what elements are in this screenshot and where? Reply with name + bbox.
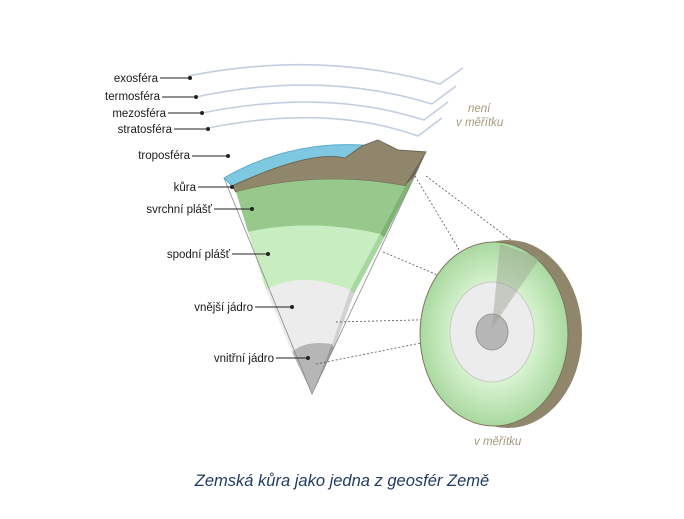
label-inner-core: vnitřní jádro xyxy=(214,353,274,365)
inner-core-section xyxy=(292,343,332,394)
layer-labels: exosféra termosféra mezosféra stratosfér… xyxy=(105,73,310,365)
exosphere-arc xyxy=(187,63,464,85)
label-upper-mantle: svrchní plášť xyxy=(146,204,212,216)
crust-side xyxy=(405,152,426,186)
note-to-scale: v měřítku xyxy=(474,436,522,448)
label-troposphere: troposféra xyxy=(138,150,190,162)
lower-mantle-section xyxy=(248,225,380,290)
thermosphere-arc xyxy=(195,84,457,105)
mesosphere-arc xyxy=(201,101,449,121)
atmosphere-arcs xyxy=(187,63,464,137)
cone-outline xyxy=(223,151,427,395)
outer-core-section xyxy=(266,280,350,352)
note-not-to-scale-line2: v měřítku xyxy=(456,117,504,129)
cone-right-face-lower xyxy=(350,234,384,294)
cone-right-face-core xyxy=(332,290,354,348)
label-lower-mantle: spodní plášť xyxy=(167,249,231,261)
label-outer-core: vnější jádro xyxy=(194,302,253,314)
sphere-wedge xyxy=(492,244,540,328)
sphere-inner-core xyxy=(475,313,509,351)
cone-right-face xyxy=(380,176,415,238)
earth-cone xyxy=(223,139,427,395)
label-exosphere: exosféra xyxy=(114,73,159,85)
label-thermosphere: termosféra xyxy=(105,91,161,103)
note-not-to-scale-line1: není xyxy=(468,103,492,115)
upper-mantle-section xyxy=(236,179,405,234)
figure-caption: Zemská kůra jako jedna z geosfér Země xyxy=(194,472,489,490)
label-mesosphere: mezosféra xyxy=(112,108,166,120)
stratosphere-arc xyxy=(207,116,443,137)
label-crust: kůra xyxy=(174,182,197,194)
earth-sphere xyxy=(419,240,582,428)
label-stratosphere: stratosféra xyxy=(118,124,173,136)
